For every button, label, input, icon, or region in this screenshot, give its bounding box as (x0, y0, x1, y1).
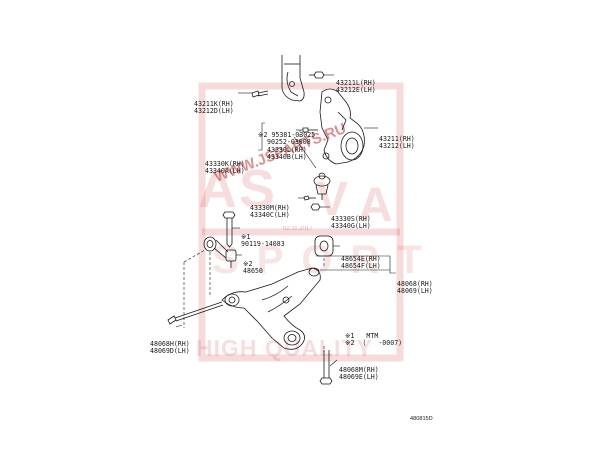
bolt-48068m (319, 350, 333, 385)
watermark-sport: SPORT (212, 238, 440, 282)
watermark-frame (198, 82, 404, 362)
lower-control-arm (221, 267, 321, 350)
leader-lines (175, 74, 396, 367)
label-43330k: 43330K(RH)43340A(LH) (205, 159, 245, 176)
label-43330m: 43330M(RH)43340C(LH) (250, 203, 290, 220)
ball-joint-nut-43330s (310, 203, 321, 211)
label-43330s: 43330S(RH)43340G(LH) (331, 214, 371, 231)
stabilizer-bushing-48650 (203, 236, 237, 268)
label-43211l: 43211L(RH)43212E(LH) (336, 78, 376, 95)
figure-id: 480815D (410, 416, 433, 422)
watermark-brand-mid: V (316, 173, 349, 226)
bolt-43211k (251, 90, 269, 98)
bolt-48068h (167, 301, 224, 325)
bolt-90119 (222, 211, 236, 248)
label-48068h: 48068H(RH)48069D(LH) (150, 339, 190, 356)
bolt-43211l (309, 71, 325, 79)
watermark-brand-left: AS (198, 159, 278, 219)
bolt-43330m (303, 195, 316, 201)
ball-joint-43330m (313, 172, 331, 200)
legend-notes: ※1 MTM※2 ( -0007) (345, 331, 403, 348)
watermark-stamp-date: 02.11.2017 (283, 226, 313, 232)
label-48068m: 48068M(RH)48069E(LH) (339, 365, 379, 382)
label-43211: 43211(RH)43212(LH) (379, 134, 415, 151)
label-48654e: 48654E(RH)48654F(LH) (341, 254, 381, 271)
label-48068: 48068(RH)48069(LH) (397, 279, 433, 296)
strut-outline (281, 55, 305, 102)
bolt-95381 (302, 127, 318, 133)
label-43211k: 43211K(RH)43212D(LH) (194, 99, 234, 116)
steering-knuckle (319, 88, 365, 165)
watermark-brand-right: A (358, 179, 393, 232)
